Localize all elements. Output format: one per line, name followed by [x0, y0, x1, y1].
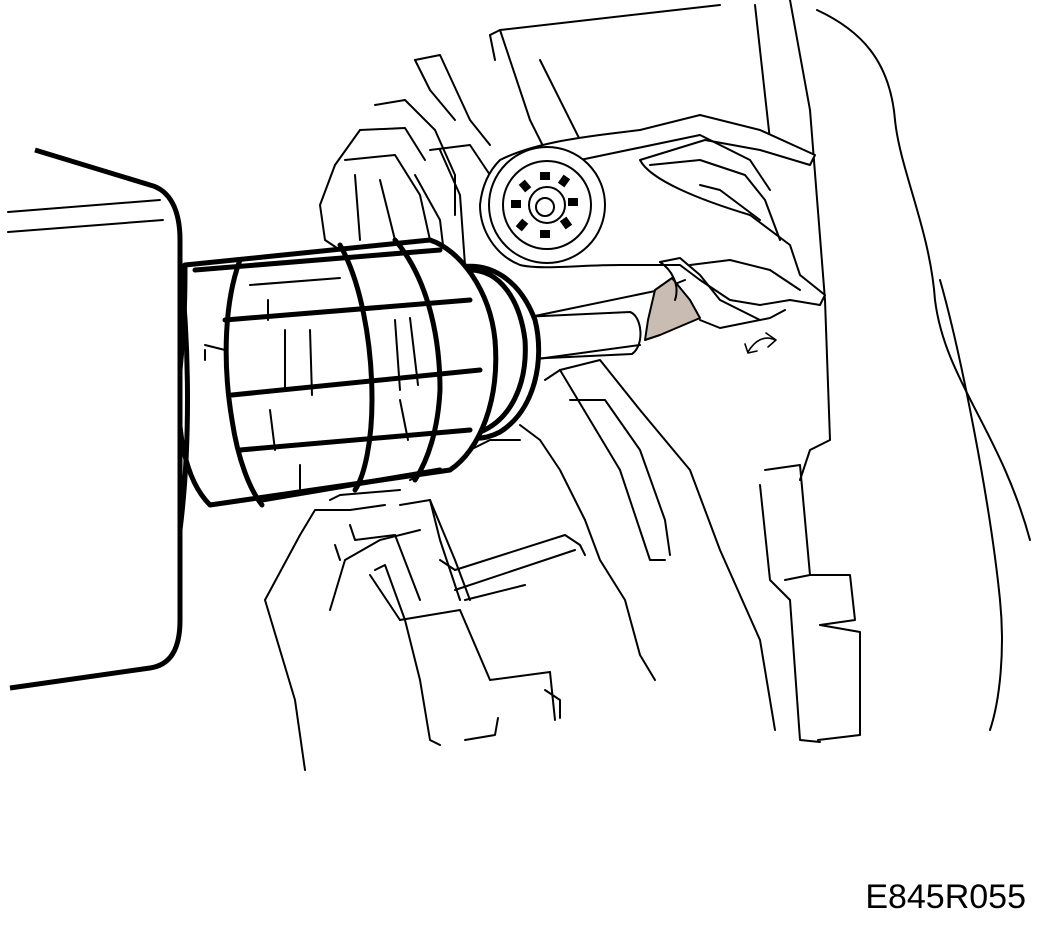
release-arrow-icon — [744, 332, 777, 354]
figure-code: E845R055 — [865, 878, 1026, 916]
lever-arm — [479, 114, 826, 306]
power-tool-body — [7, 147, 190, 691]
lower-bracket — [264, 359, 776, 771]
body-panel-right — [754, 0, 1031, 743]
socket-cage — [176, 237, 499, 508]
hub-slots — [511, 172, 578, 238]
